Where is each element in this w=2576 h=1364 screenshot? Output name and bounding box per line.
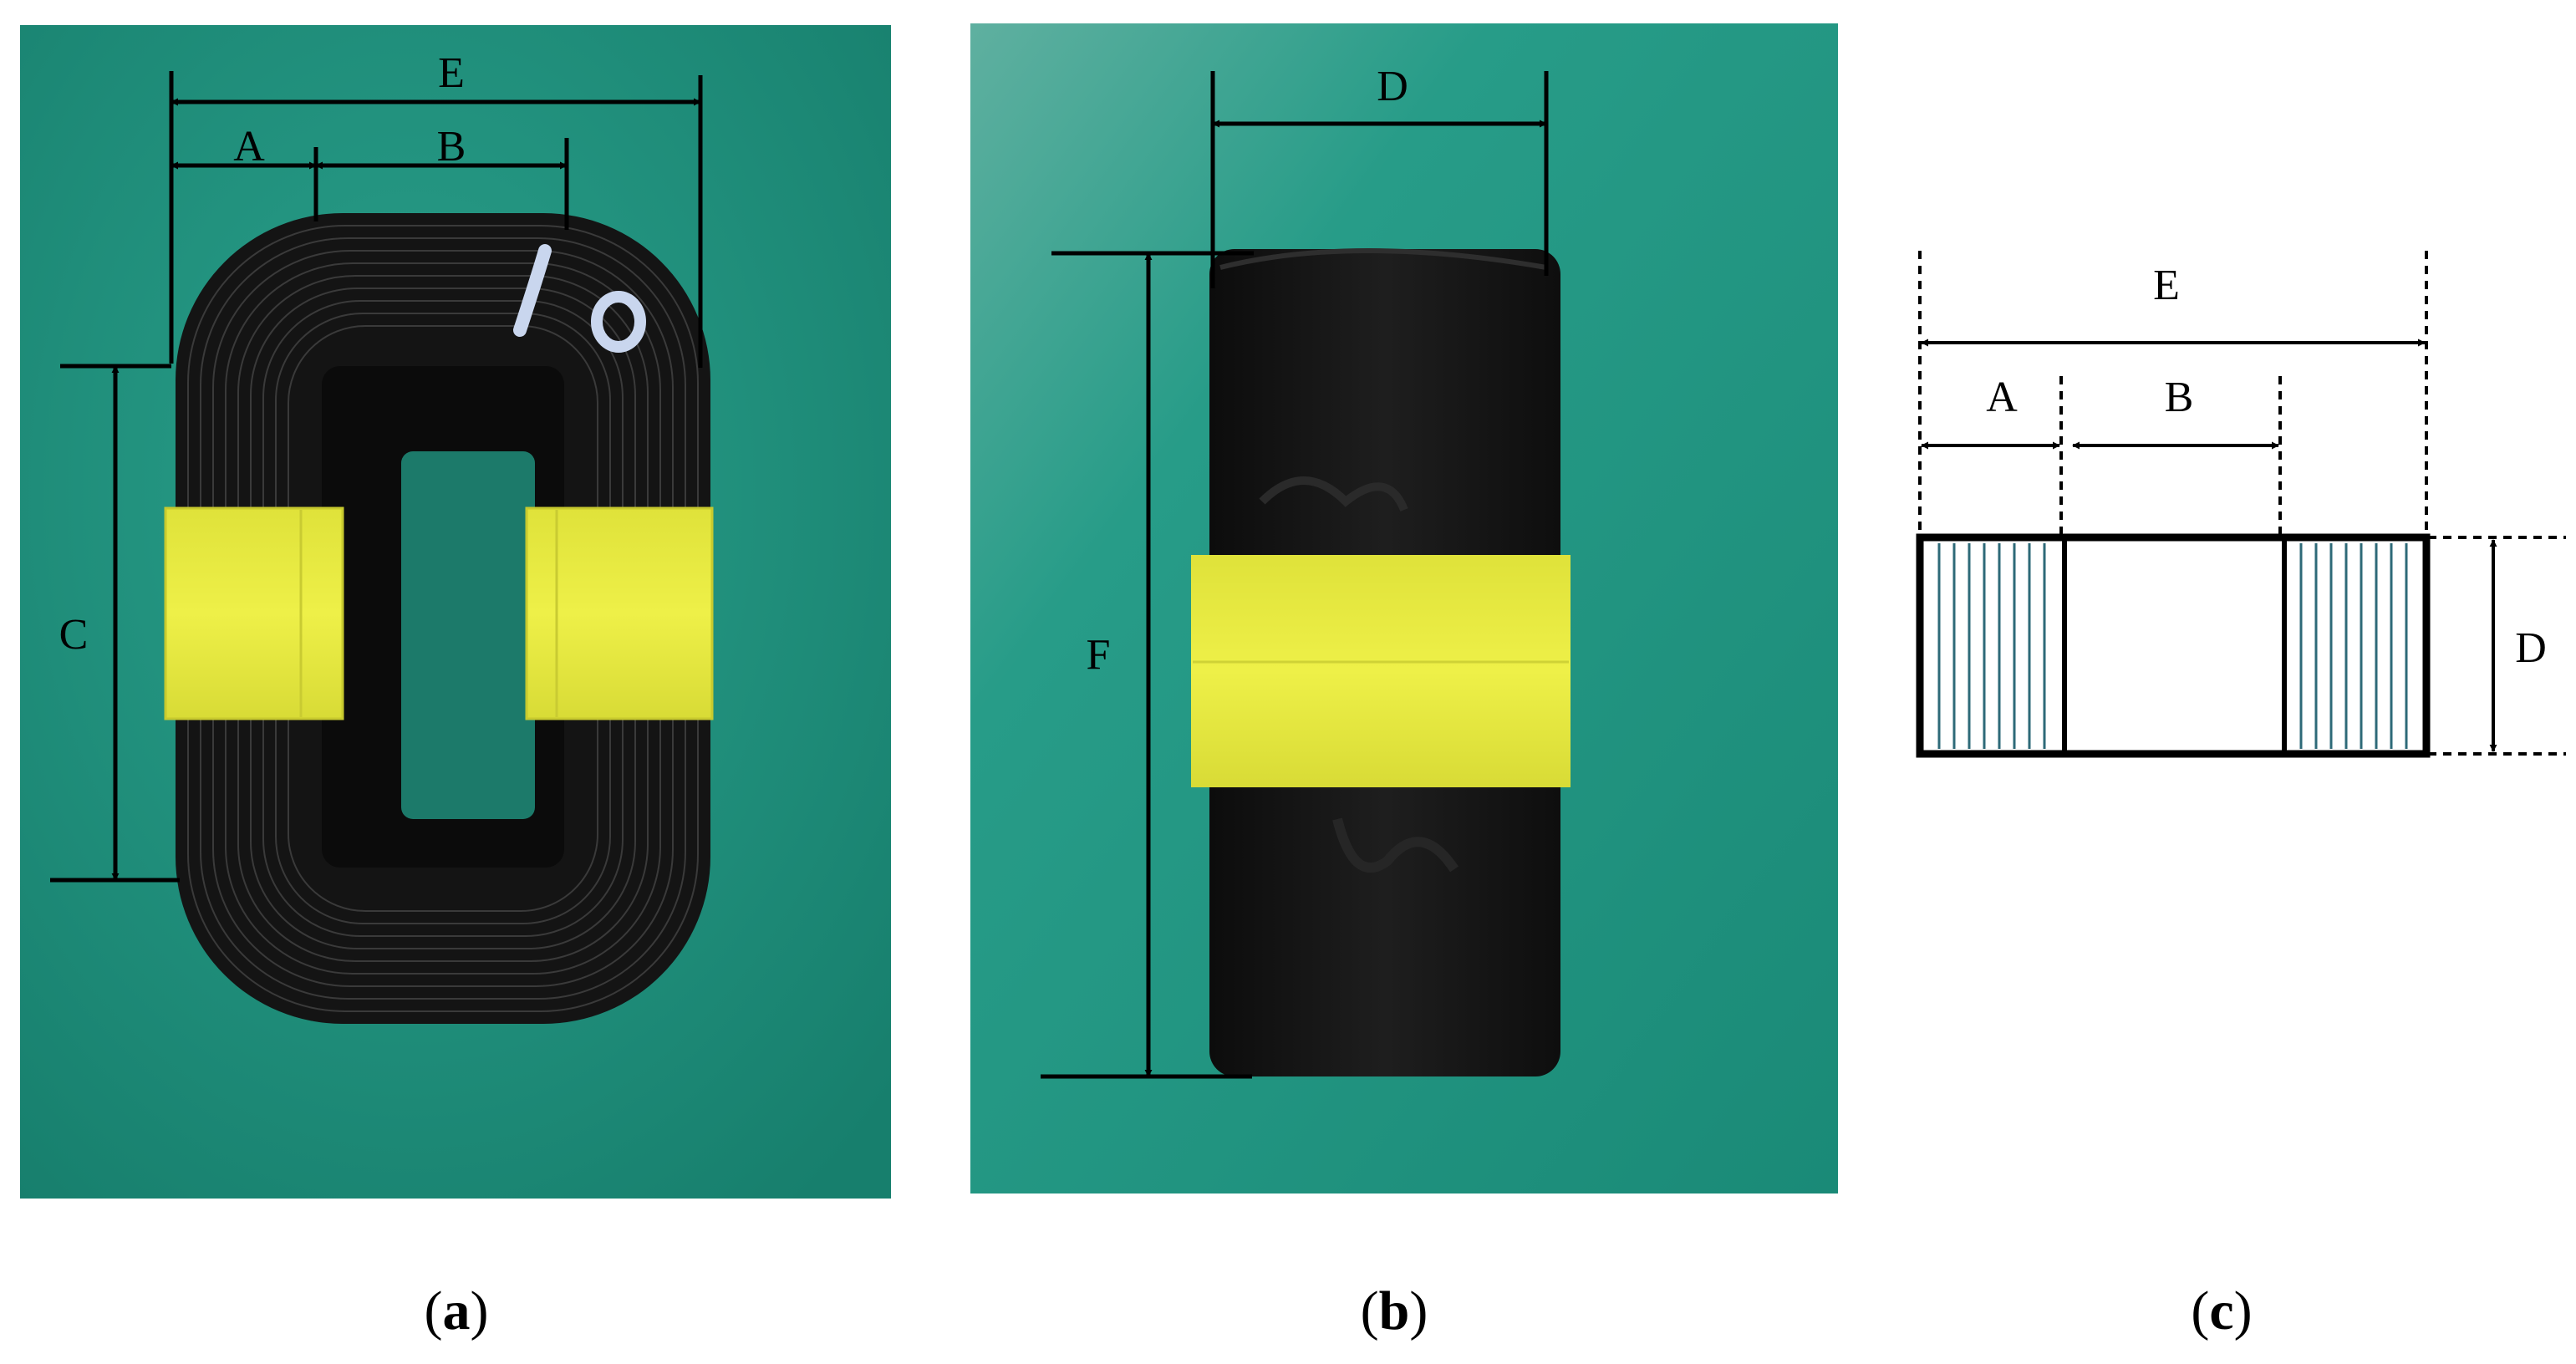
panel-a-label-C: C [59, 611, 89, 659]
panel-a-marker-mark-0 [591, 291, 646, 353]
panel-c-winding-hatch-right [2299, 543, 2408, 749]
panel-a-dimension-lines [50, 71, 703, 883]
panel-a-label-E: E [438, 49, 465, 97]
panel-a-caption: (a) [425, 1280, 489, 1341]
panel-b-label-F: F [1087, 631, 1111, 679]
panel-a-tape-left [165, 508, 343, 719]
panel-a-label-A: A [233, 123, 265, 170]
panel-c-label-D: D [2515, 624, 2547, 672]
panel-c-caption: (c) [2191, 1280, 2252, 1341]
panel-a-marker-mark-1 [513, 244, 552, 337]
panel-c: E A B D (c) [1916, 251, 2566, 1341]
panel-a: E A B C (a) [20, 25, 891, 1341]
panel-b-caption: (b) [1361, 1280, 1428, 1341]
panel-c-label-A: A [1986, 374, 2018, 421]
panel-c-cross-section-outline [1916, 533, 2431, 758]
panel-b-label-D: D [1377, 63, 1408, 110]
panel-b-dimension-lines [1041, 71, 1549, 1079]
panel-a-label-B: B [437, 123, 466, 170]
panel-c-dimension-lines [1921, 338, 2497, 752]
panel-b-marker-trace [1259, 476, 1408, 512]
panel-c-extension-lines [1918, 251, 2566, 756]
panel-b: D F (b) [970, 23, 1838, 1341]
panel-a-window-background-visible [401, 451, 535, 819]
panel-c-label-B: B [2165, 374, 2194, 421]
panel-b-tape [1191, 555, 1571, 787]
panel-a-tape-right [527, 508, 712, 719]
panel-c-label-E: E [2153, 262, 2180, 309]
panel-c-winding-hatch-left [1937, 543, 2046, 749]
